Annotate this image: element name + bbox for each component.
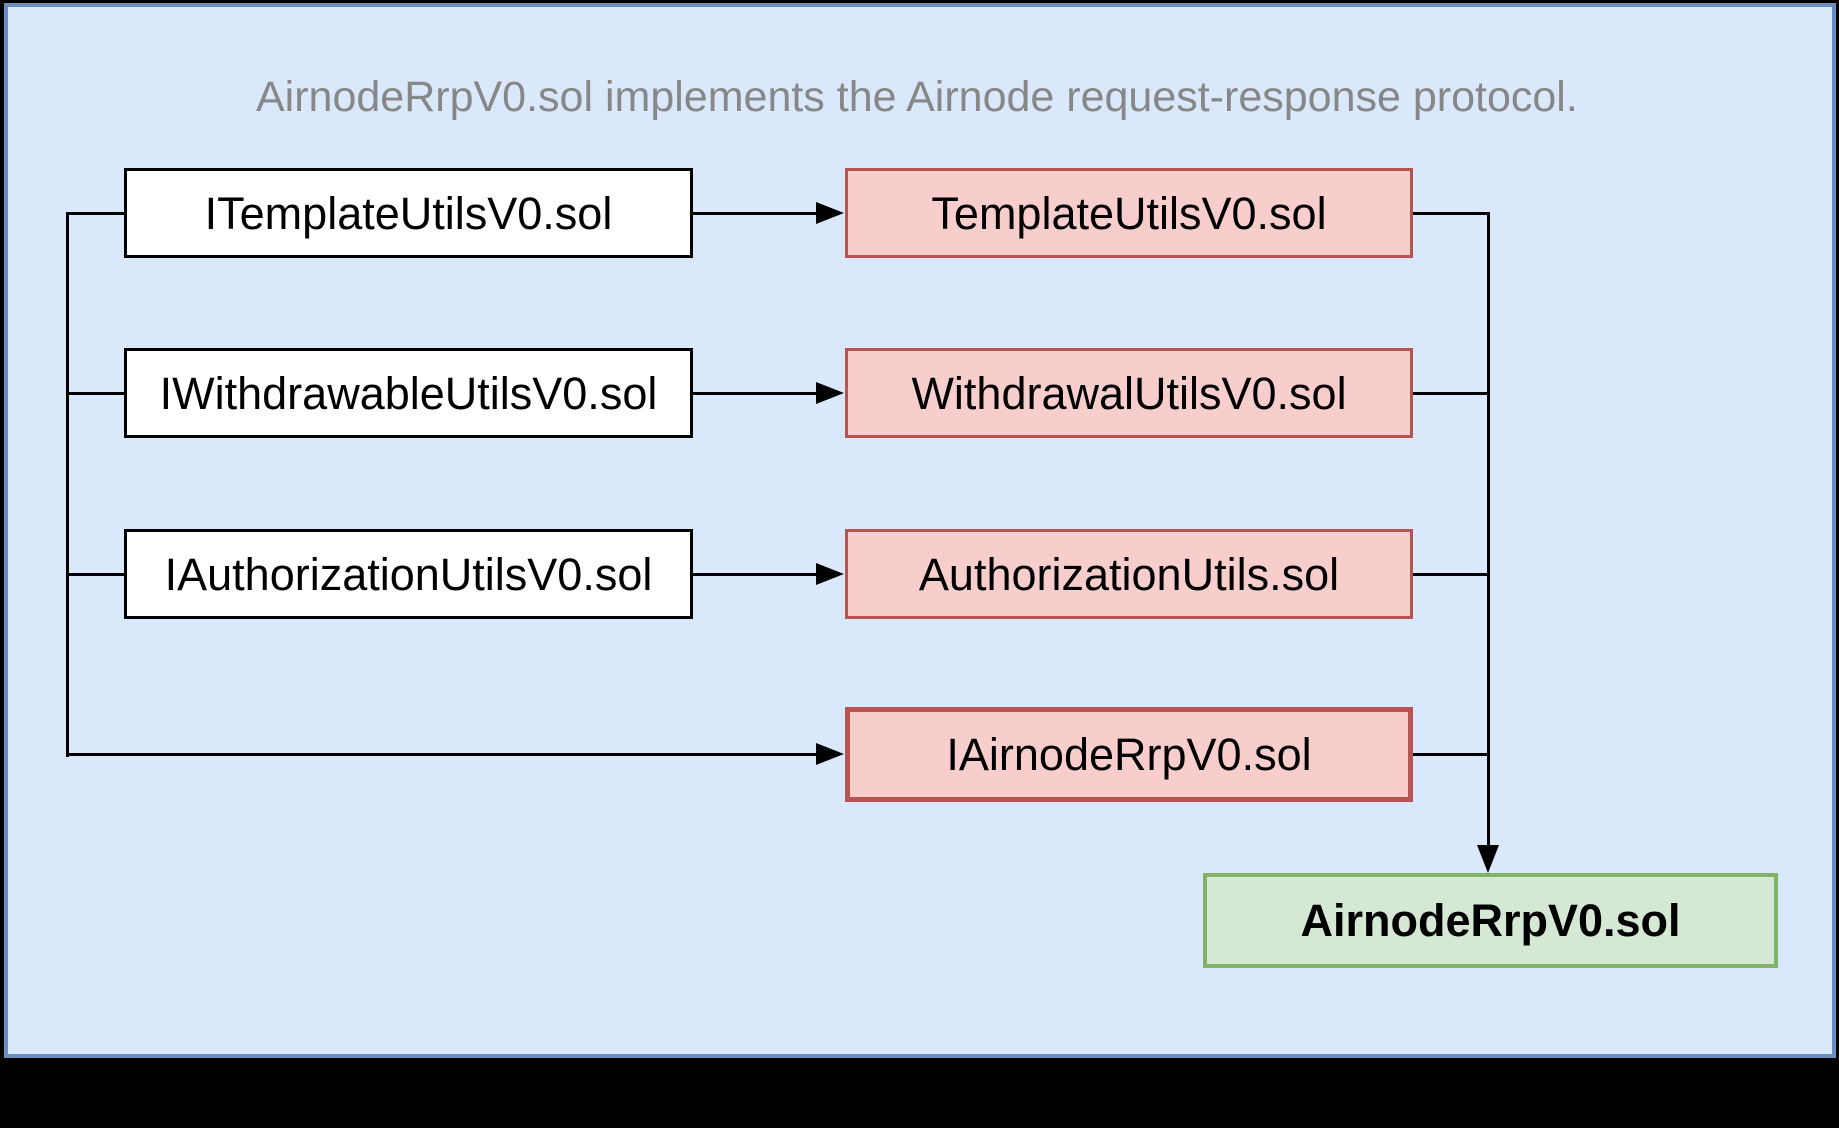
implementation-box-template-utils: TemplateUtilsV0.sol [845,168,1413,258]
connector-left-stub-row1 [66,212,124,215]
connector-left-stub-row3 [66,573,124,576]
connector-left-stub-row2 [66,392,124,395]
arrowhead-main-contract [1477,845,1499,873]
rrp-interface-box-label: IAirnodeRrpV0.sol [946,729,1312,780]
arrowhead-withdrawal-utils [816,382,844,404]
connector-right-trunk [1487,212,1490,845]
connector-right-stub-row4 [1413,753,1490,756]
connector-right-stub-row3 [1413,573,1490,576]
diagram-title: AirnodeRrpV0.sol implements the Airnode … [256,73,1578,121]
connector-withdrawal-utils [693,392,818,395]
connector-authorization-utils [693,573,818,576]
implementation-box-withdrawal-utils-label: WithdrawalUtilsV0.sol [911,367,1347,419]
interface-box-withdrawable-utils-label: IWithdrawableUtilsV0.sol [159,367,658,419]
rrp-interface-box: IAirnodeRrpV0.sol [845,707,1413,802]
connector-right-stub-row2 [1413,392,1490,395]
main-contract-box: AirnodeRrpV0.sol [1203,873,1778,968]
arrowhead-rrp-interface [816,743,844,765]
interface-box-authorization-utils: IAuthorizationUtilsV0.sol [124,529,693,619]
connector-left-trunk [66,212,69,757]
implementation-box-withdrawal-utils: WithdrawalUtilsV0.sol [845,348,1413,438]
interface-box-template-utils-label: ITemplateUtilsV0.sol [204,187,613,239]
arrowhead-template-utils [816,202,844,224]
interface-box-withdrawable-utils: IWithdrawableUtilsV0.sol [124,348,693,438]
implementation-box-authorization-utils: AuthorizationUtils.sol [845,529,1413,619]
main-contract-box-label: AirnodeRrpV0.sol [1300,895,1681,946]
interface-box-authorization-utils-label: IAuthorizationUtilsV0.sol [164,548,653,600]
implementation-box-template-utils-label: TemplateUtilsV0.sol [931,187,1327,239]
interface-box-template-utils: ITemplateUtilsV0.sol [124,168,693,258]
connector-right-stub-row1 [1413,212,1490,215]
arrowhead-authorization-utils [816,563,844,585]
connector-rrp-interface [66,753,818,756]
implementation-box-authorization-utils-label: AuthorizationUtils.sol [918,548,1340,600]
connector-template-utils [693,212,818,215]
